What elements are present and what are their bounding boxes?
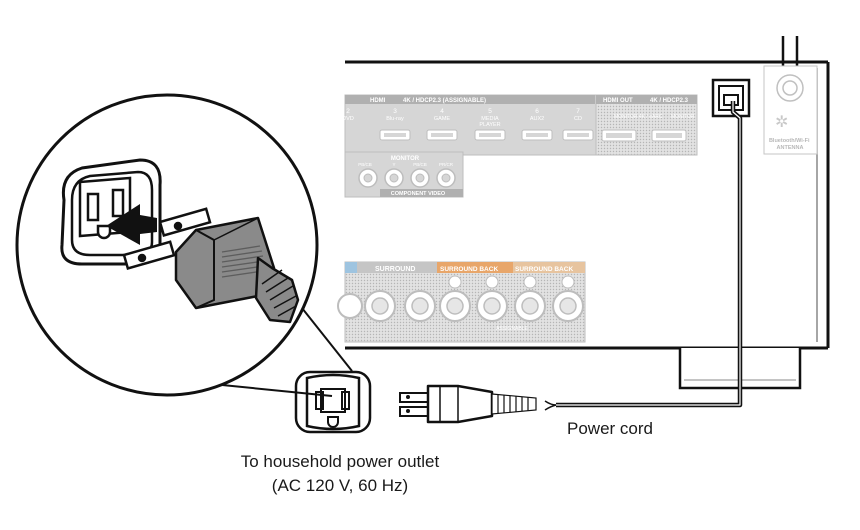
speaker-terminal-knob bbox=[483, 297, 501, 315]
plug-prongs bbox=[122, 207, 212, 271]
hdmi-header-label: HDMI bbox=[370, 98, 386, 104]
hdmi-input-name: CD bbox=[574, 116, 582, 122]
receiver-rear-panel: HDMI 4K / HDCP2.3 (ASSIGNABLE) HDMI OUT … bbox=[337, 36, 830, 390]
hdmi-header-sub: 4K / HDCP2.3 (ASSIGNABLE) bbox=[403, 98, 486, 104]
hdmi-input-number: 2 bbox=[346, 108, 350, 115]
hdmi-input-name: PLAYER bbox=[479, 122, 500, 128]
outlet-caption-line2: (AC 120 V, 60 Hz) bbox=[271, 476, 409, 495]
hdmi-input-number: 7 bbox=[576, 108, 580, 115]
hdmi-input-name: GAME bbox=[434, 116, 451, 122]
component-jack-center bbox=[389, 173, 399, 183]
minus-icon bbox=[561, 275, 575, 289]
monitor-earc-label: MONITOR 4K / eARC bbox=[614, 114, 663, 120]
outlet-caption: To household power outlet (AC 120 V, 60 … bbox=[180, 450, 500, 498]
hdmi-out-sub: 4K / HDCP2.3 bbox=[650, 98, 689, 104]
speaker-terminal-knob bbox=[446, 297, 464, 315]
zoom-callout bbox=[15, 93, 319, 397]
hdmi-input-name: DVD bbox=[342, 116, 354, 122]
hdmi-port-slot bbox=[479, 133, 501, 137]
hdmi-input-number: 5 bbox=[488, 108, 492, 115]
hdmi-input-number: 6 bbox=[535, 108, 539, 115]
plug-zoomed bbox=[174, 216, 300, 324]
surround-back-label: SURROUND BACK bbox=[440, 266, 498, 273]
hdmi-port-slot bbox=[431, 133, 453, 137]
hdmi-input-number: 3 bbox=[393, 108, 397, 115]
component-jack-label: PB/CB bbox=[413, 162, 427, 167]
component-jack-center bbox=[415, 173, 425, 183]
bluetooth-icon: ✲ bbox=[775, 114, 788, 131]
hdmi-port-slot bbox=[526, 133, 548, 137]
minus-icon bbox=[485, 275, 499, 289]
speaker-terminal bbox=[337, 293, 363, 319]
power-cord bbox=[544, 101, 743, 411]
component-jack-center bbox=[441, 173, 451, 183]
assignable-label: ASSIGNABLE bbox=[496, 326, 528, 332]
speaker-terminal-knob bbox=[411, 297, 429, 315]
component-footer: COMPONENT VIDEO bbox=[391, 191, 446, 197]
speaker-terminal-knob bbox=[371, 297, 389, 315]
hdmi-port-slot bbox=[606, 133, 632, 138]
monitor2-label: MONITOR bbox=[671, 114, 695, 120]
hdmi-input-name: MEDIA bbox=[481, 116, 499, 122]
hdmi-input-name: AUX2 bbox=[530, 116, 544, 122]
component-jack-label: PR/CR bbox=[439, 162, 454, 167]
speaker-terminal-knob bbox=[559, 297, 577, 315]
surround-back2-label: SURROUND BACK bbox=[515, 266, 573, 273]
power-cord-label: Power cord bbox=[567, 419, 653, 438]
hdmi-out-header: HDMI OUT bbox=[603, 98, 633, 104]
component-header: MONITOR bbox=[391, 156, 420, 162]
insert-arrow-icon bbox=[106, 204, 157, 245]
hdmi-input-name: Blu-ray bbox=[386, 116, 404, 122]
component-jack-center bbox=[363, 173, 373, 183]
outlet-caption-line1: To household power outlet bbox=[240, 452, 440, 471]
plus-icon bbox=[448, 275, 462, 289]
speaker-terminal-knob bbox=[521, 297, 539, 315]
hdmi-port-slot bbox=[567, 133, 589, 137]
small-plug bbox=[399, 384, 537, 424]
component-jack-label: PB/CB bbox=[358, 162, 372, 167]
antenna-label: Bluetooth/Wi-Fi ANTENNA bbox=[769, 138, 811, 151]
plus-icon bbox=[523, 275, 537, 289]
hdmi-port-slot bbox=[384, 133, 406, 137]
component-jack-label: Y bbox=[392, 162, 395, 167]
wall-outlet-small bbox=[294, 370, 372, 434]
hdmi-input-number: 4 bbox=[440, 108, 444, 115]
hdmi-port-slot bbox=[656, 133, 682, 138]
surround-label: SURROUND bbox=[375, 266, 415, 273]
